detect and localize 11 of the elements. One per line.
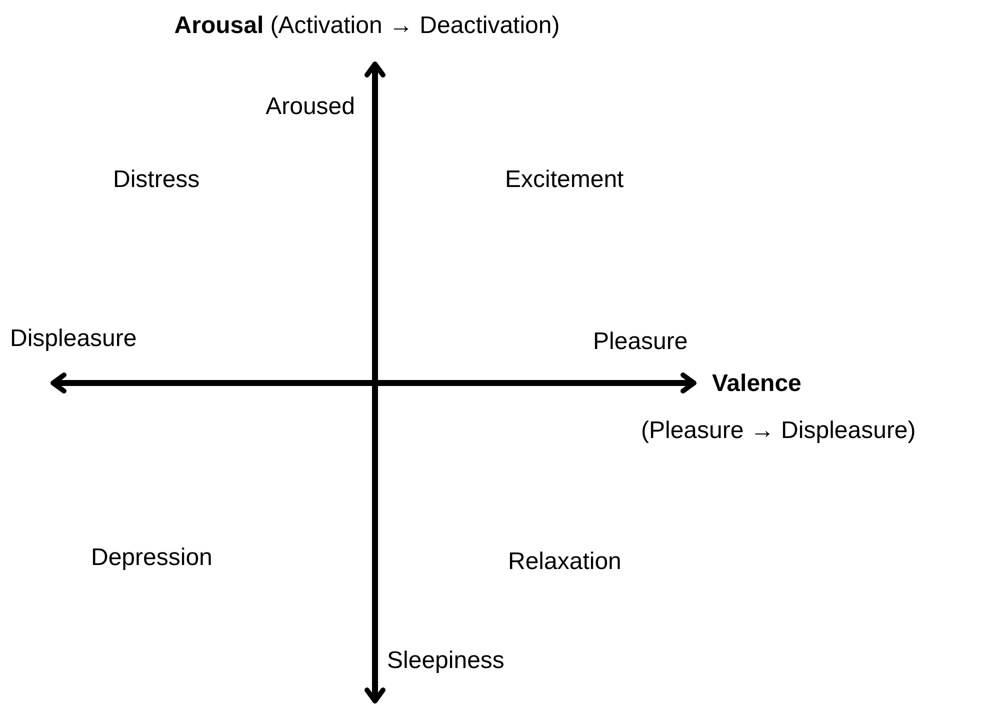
quadrant-label: Distress bbox=[113, 166, 200, 194]
quadrant-label: Relaxation bbox=[508, 548, 622, 576]
quadrant-label: Pleasure bbox=[593, 328, 688, 356]
quadrant-label: Aroused bbox=[266, 93, 355, 121]
quadrant-label: Displeasure bbox=[10, 325, 137, 353]
axis-subtitle: (Pleasure → Displeasure) bbox=[641, 417, 916, 445]
quadrant-label: Sleepiness bbox=[387, 647, 504, 675]
axis-title: Arousal (Activation → Deactivation) bbox=[174, 12, 560, 40]
quadrant-label: Depression bbox=[91, 544, 212, 572]
axis-title: Valence bbox=[712, 370, 802, 398]
quadrant-label: Excitement bbox=[505, 166, 624, 194]
